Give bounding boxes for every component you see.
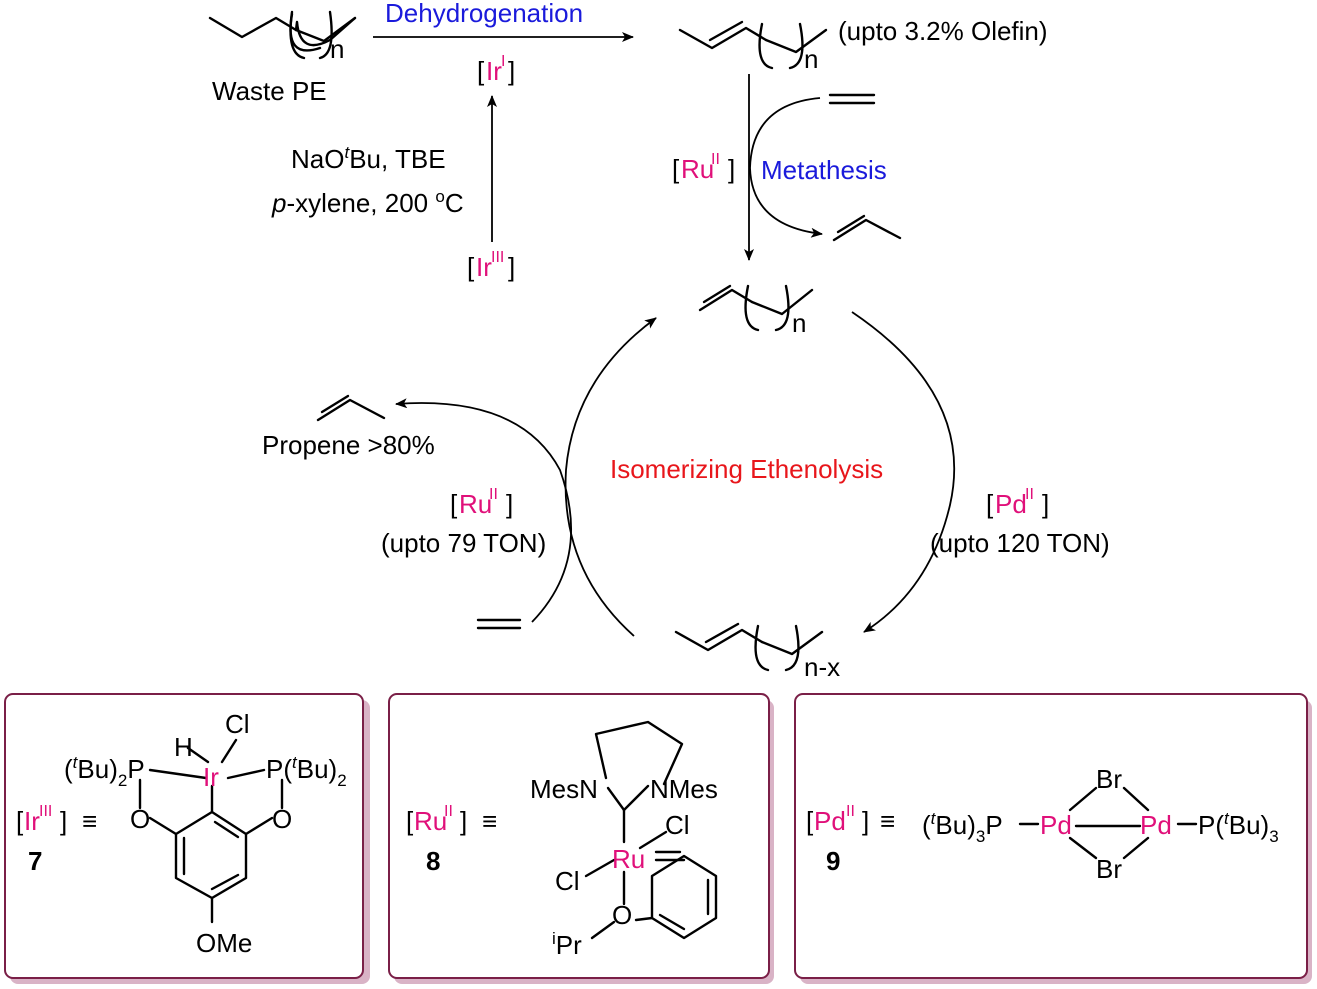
equiv-sign-7: ≡ <box>82 806 97 836</box>
hydride-label: H <box>174 732 193 762</box>
pd-ii-cycle-label: [ Pd II ] <box>986 486 1049 519</box>
metathesis-curved-arrow <box>749 97 823 238</box>
ru-ton-label: (upto 79 TON) <box>381 528 546 558</box>
propene-release-arc <box>395 398 573 623</box>
n-subscript: n <box>330 34 344 64</box>
ru-ii-metathesis-label: [ Ru II ] <box>672 151 735 184</box>
svg-text:II: II <box>711 151 720 168</box>
equiv-sign-8: ≡ <box>482 806 497 836</box>
svg-text:P(tBu)2: P(tBu)2 <box>266 753 347 790</box>
svg-text:]: ] <box>60 806 67 836</box>
cycle-title: Isomerizing Ethenolysis <box>610 454 883 484</box>
chloride-label-7: Cl <box>225 709 250 739</box>
waste-pe-label: Waste PE <box>212 76 327 106</box>
svg-text:Ru: Ru <box>414 806 447 836</box>
waste-pe-structure <box>208 10 357 60</box>
methoxy-label: OMe <box>196 928 252 958</box>
ethylene-cycle <box>476 618 522 630</box>
nmes-right: NMes <box>650 774 718 804</box>
svg-text:P(tBu)3: P(tBu)3 <box>1198 809 1279 846</box>
svg-text:I: I <box>501 53 505 70</box>
chloride-left-8: Cl <box>555 866 580 896</box>
svg-text:]: ] <box>508 56 515 86</box>
n-subscript-olefin: n <box>804 44 818 74</box>
svg-text:p-xylene, 200 oC: p-xylene, 200 oC <box>271 187 464 218</box>
compound-number-9: 9 <box>826 846 840 876</box>
svg-text:]: ] <box>1042 489 1049 519</box>
svg-text:[: [ <box>16 806 24 836</box>
ru-ii-cycle-label: [ Ru II ] <box>450 486 513 519</box>
svg-text:Ir: Ir <box>486 56 502 86</box>
svg-text:[: [ <box>477 56 485 86</box>
svg-text:iPr: iPr <box>552 929 582 960</box>
svg-text:(tBu)3P: (tBu)3P <box>922 809 1003 846</box>
svg-text:II: II <box>489 486 498 503</box>
internal-olefin-cycle-structure <box>674 622 824 672</box>
svg-text:Ir: Ir <box>476 252 492 282</box>
oxygen-right-7: O <box>272 804 292 834</box>
propene-product <box>316 394 386 422</box>
activation-conditions: NaOtBu, TBE p-xylene, 200 oC <box>271 143 464 218</box>
svg-text:]: ] <box>508 252 515 282</box>
palladium-left: Pd <box>1040 810 1072 840</box>
olefin-content-note: (upto 3.2% Olefin) <box>838 16 1048 46</box>
svg-text:[: [ <box>806 806 814 836</box>
catalyst-box-7: [ Ir III ] ≡ 7 H Cl Ir (tBu)2P P(tBu)2 O… <box>4 693 370 984</box>
compound-number-7: 7 <box>28 846 42 876</box>
ethenolysis-arc <box>564 317 657 637</box>
svg-text:Pd: Pd <box>814 806 846 836</box>
mesn-left: MesN <box>530 774 598 804</box>
propene-out <box>832 214 902 242</box>
terminal-olefin-structure <box>698 284 814 332</box>
metathesis-label: Metathesis <box>761 155 887 185</box>
catalyst-box-8: [ Ru II ] ≡ 8 MesN NMes Cl Ru Cl O iPr <box>388 693 774 984</box>
svg-text:III: III <box>491 249 504 266</box>
ruthenium-center: Ru <box>612 844 645 874</box>
bromide-top: Br <box>1096 764 1122 794</box>
dehydrogenation-label: Dehydrogenation <box>385 0 583 28</box>
oxygen-left-7: O <box>130 804 150 834</box>
propene-yield-label: Propene >80% <box>262 430 435 460</box>
svg-text:II: II <box>846 803 855 820</box>
internal-olefin-structure <box>678 20 828 70</box>
svg-text:Pd: Pd <box>995 489 1027 519</box>
svg-text:Ir: Ir <box>24 806 40 836</box>
equiv-sign-9: ≡ <box>880 806 895 836</box>
svg-text:III: III <box>39 803 52 820</box>
svg-text:]: ] <box>506 489 513 519</box>
svg-text:[: [ <box>467 252 475 282</box>
svg-text:]: ] <box>862 806 869 836</box>
compound-number-8: 8 <box>426 846 440 876</box>
oxygen-8: O <box>612 900 632 930</box>
svg-text:[: [ <box>450 489 458 519</box>
svg-text:II: II <box>444 803 453 820</box>
pd-ii-label-box9: [ Pd II ] <box>806 803 869 836</box>
palladium-right: Pd <box>1140 810 1172 840</box>
svg-text:[: [ <box>986 489 994 519</box>
isomerization-arc <box>851 311 956 633</box>
pd-ton-label: (upto 120 TON) <box>930 528 1110 558</box>
svg-text:[: [ <box>406 806 414 836</box>
nx-subscript: n-x <box>804 652 840 682</box>
ir-iii-catalyst-label: [ Ir III ] <box>467 249 515 282</box>
svg-text:NaOtBu, TBE: NaOtBu, TBE <box>291 143 446 174</box>
svg-text:(tBu)2P: (tBu)2P <box>64 753 145 790</box>
svg-text:]: ] <box>460 806 467 836</box>
ir-i-catalyst-label: [ Ir I ] <box>477 53 515 86</box>
iridium-center: Ir <box>203 762 219 792</box>
ru-ii-label-box8: [ Ru II ] <box>406 803 467 836</box>
chloride-top-8: Cl <box>665 810 690 840</box>
svg-text:]: ] <box>728 154 735 184</box>
bromide-bottom: Br <box>1096 854 1122 884</box>
svg-text:Ru: Ru <box>459 489 492 519</box>
svg-text:II: II <box>1025 486 1034 503</box>
ir-iii-label-box7: [ Ir III ] <box>16 803 67 836</box>
svg-text:Ru: Ru <box>681 154 714 184</box>
catalyst-box-9: [ Pd II ] ≡ 9 (tBu)3P Pd Pd Br Br P(tBu)… <box>794 693 1312 984</box>
svg-text:[: [ <box>672 154 680 184</box>
ethylene-in <box>828 93 876 105</box>
n-subscript-cycle: n <box>792 308 806 338</box>
